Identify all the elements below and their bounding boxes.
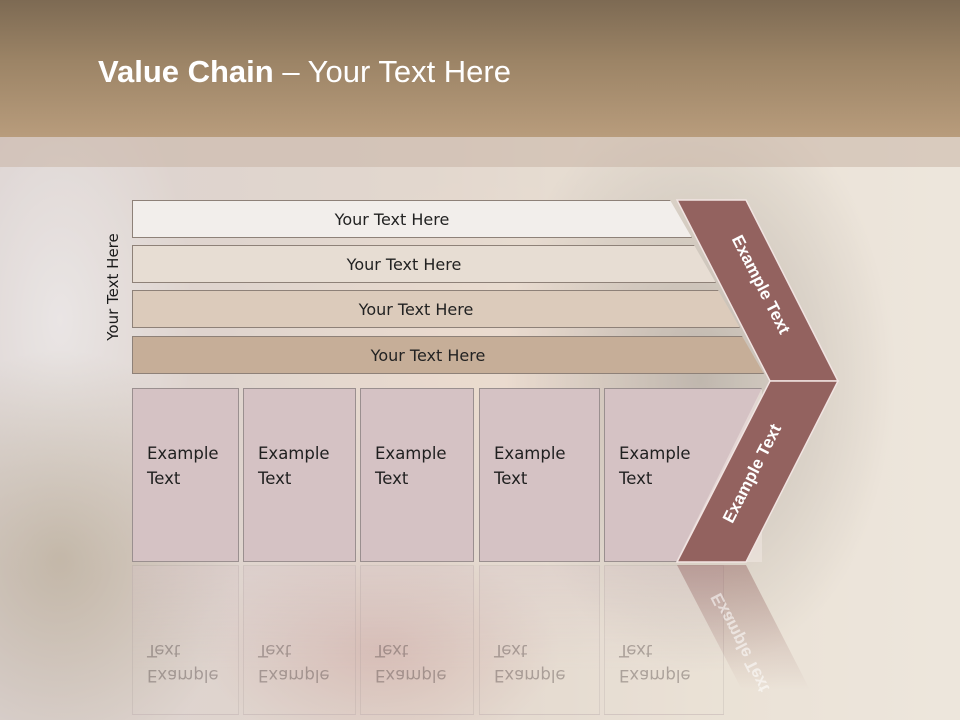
- bar-1[interactable]: Your Text Here: [132, 200, 692, 238]
- chevron-reflection: [677, 565, 810, 690]
- slide-title[interactable]: Value Chain – Your Text Here: [98, 54, 511, 90]
- bar-3[interactable]: Your Text Here: [132, 290, 740, 328]
- chevron-lower[interactable]: [675, 380, 840, 563]
- bar-2[interactable]: Your Text Here: [132, 245, 716, 283]
- bar-2-label: Your Text Here: [346, 254, 462, 274]
- bar-4-label: Your Text Here: [370, 345, 486, 365]
- bar-1-label: Your Text Here: [334, 209, 450, 229]
- title-bold: Value Chain: [98, 54, 274, 89]
- bar-3-label: Your Text Here: [358, 299, 474, 319]
- title-bar: Value Chain – Your Text Here: [0, 0, 960, 137]
- header-band: [0, 137, 960, 167]
- bar-4[interactable]: Your Text Here: [132, 336, 764, 374]
- title-rest: – Your Text Here: [273, 54, 511, 89]
